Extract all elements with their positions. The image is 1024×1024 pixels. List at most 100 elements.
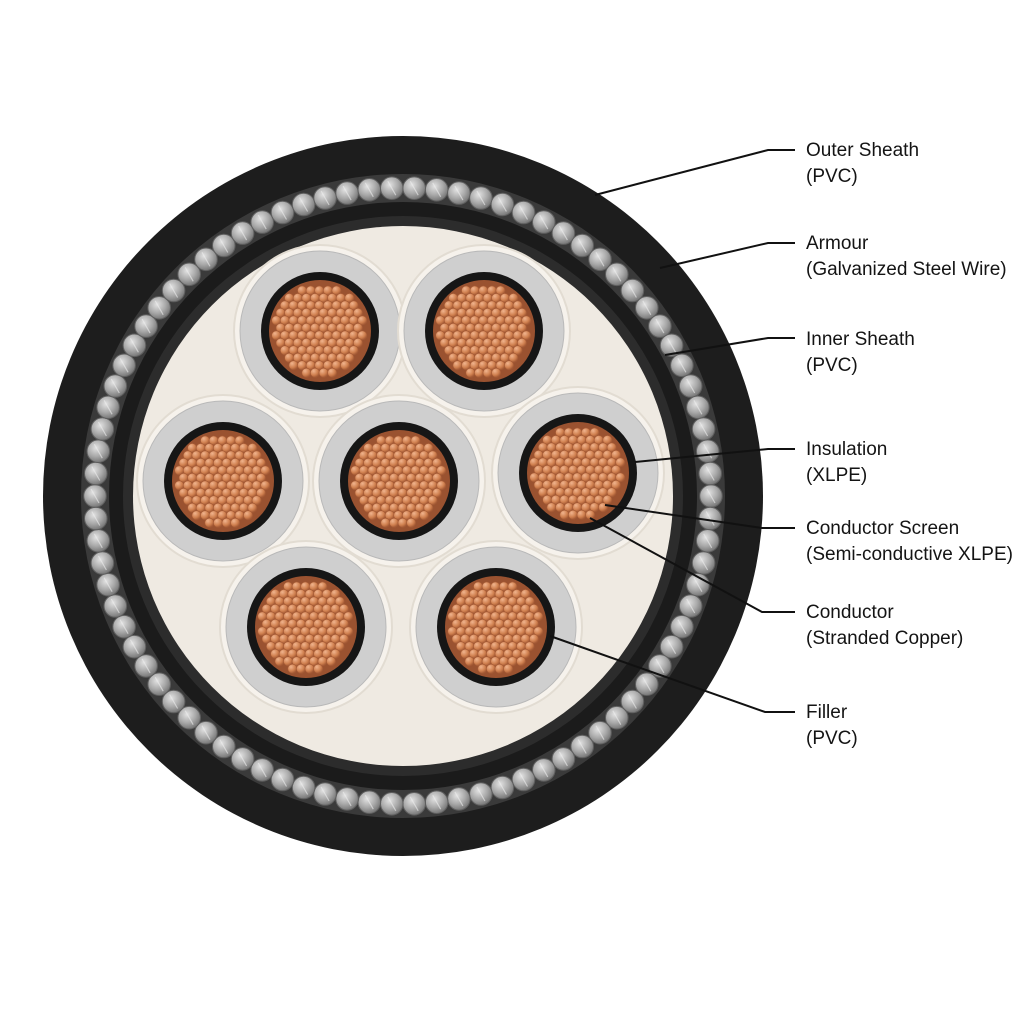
copper-strand: [296, 663, 306, 674]
armour-wire-highlight: [119, 358, 129, 373]
armour-wire-highlight: [219, 739, 229, 754]
conductor-core: [312, 394, 486, 568]
label-armour-material: (Galvanized Steel Wire): [806, 259, 1007, 280]
conductor-core: [397, 244, 571, 418]
copper-strand: [521, 330, 532, 341]
copper-strand: [288, 360, 299, 371]
copper-strand: [234, 435, 245, 446]
copper-strand: [344, 293, 355, 303]
armour-wire-highlight: [154, 300, 164, 316]
copper-strand: [343, 626, 354, 637]
copper-strand: [606, 487, 617, 498]
copper-strand: [423, 443, 434, 453]
copper-strand: [389, 517, 399, 528]
armour-wire-highlight: [497, 197, 507, 212]
leader-line: [634, 448, 795, 463]
armour-wire-highlight: [677, 358, 687, 373]
armour-wire-highlight: [119, 619, 129, 634]
armour-wire-highlight: [693, 577, 703, 592]
copper-strand: [602, 435, 613, 445]
armour-wire-highlight: [627, 694, 637, 709]
armour-wire-highlight: [432, 794, 442, 810]
armour-wire-highlight: [558, 751, 568, 767]
copper-strand: [517, 307, 527, 318]
copper-strand: [204, 517, 215, 528]
conductor-core: [136, 394, 310, 568]
copper-strand: [256, 487, 266, 498]
copper-strand: [465, 367, 476, 378]
armour-wires: [83, 176, 723, 816]
armour-wire-highlight: [387, 180, 397, 196]
leader-line: [604, 504, 795, 529]
armour-wire-highlight: [686, 598, 696, 614]
label-insulation-material: (XLPE): [806, 465, 868, 486]
armour-wire-highlight: [409, 796, 419, 812]
armour-wire-highlight: [184, 710, 194, 725]
copper-strand: [517, 337, 527, 348]
copper-strand: [353, 307, 363, 318]
copper-strand: [529, 634, 539, 644]
copper-strand: [533, 611, 544, 622]
armour-wire-highlight: [454, 791, 464, 807]
copper-strand: [256, 457, 266, 468]
copper-strand: [340, 360, 350, 371]
armour-wire-highlight: [667, 338, 677, 353]
copper-strand: [419, 510, 429, 521]
copper-strand: [576, 509, 587, 520]
copper-strand: [585, 509, 596, 520]
copper-strand: [380, 517, 391, 528]
armour-wire-highlight: [154, 676, 164, 692]
armour-wire-highlight: [277, 205, 288, 220]
armour-wire-highlight: [705, 511, 715, 526]
armour-wire-highlight: [93, 443, 103, 459]
label-insulation: Insulation (XLPE): [806, 437, 887, 489]
copper-strand: [486, 663, 496, 674]
copper-strand: [191, 510, 202, 521]
copper-strand: [598, 502, 608, 513]
cable-cross-section-icon: [43, 136, 763, 856]
label-conductor-material: (Stranded Copper): [806, 628, 964, 649]
copper-strand: [507, 581, 518, 592]
armour-wire-highlight: [129, 639, 139, 654]
armour-wire-highlight: [219, 238, 229, 253]
copper-strand: [611, 449, 621, 460]
label-filler-title: Filler: [806, 702, 848, 723]
armour-wire-highlight: [320, 190, 330, 206]
armour-wire-highlight: [299, 780, 309, 795]
label-insulation-title: Insulation: [806, 439, 888, 460]
armour-wire-highlight: [612, 710, 622, 725]
copper-strand: [353, 337, 363, 348]
copper-strand: [339, 619, 349, 629]
copper-strand: [524, 641, 535, 652]
armour-wire-highlight: [97, 421, 107, 437]
copper-strand: [427, 450, 438, 461]
armour-wire-highlight: [705, 466, 715, 481]
armour-wire-highlight: [238, 751, 248, 767]
label-conductor-screen-title: Conductor Screen: [806, 518, 960, 539]
armour-wire-highlight: [103, 400, 113, 415]
armour-wire-highlight: [703, 443, 713, 459]
label-filler-material: (PVC): [806, 728, 858, 749]
copper-strand: [503, 663, 514, 674]
armour-wire-highlight: [184, 267, 194, 282]
copper-strand: [406, 517, 417, 528]
copper-strand: [230, 517, 241, 528]
copper-strand: [339, 604, 349, 614]
armour-wire-highlight: [169, 694, 179, 709]
copper-strand: [464, 656, 475, 667]
armour-wire-highlight: [667, 639, 677, 654]
armour-wire-highlight: [686, 378, 696, 394]
copper-strand: [432, 472, 442, 483]
armour-wire-highlight: [497, 780, 507, 795]
leader-line: [594, 149, 795, 196]
copper-strand: [247, 502, 258, 513]
armour-wire-highlight: [364, 182, 374, 198]
armour-wire-highlight: [677, 619, 687, 634]
armour-wire-highlight: [577, 238, 587, 253]
copper-strand: [606, 442, 617, 453]
armour-wire-highlight: [97, 555, 107, 571]
armour-wire-highlight: [432, 182, 442, 198]
copper-strand: [494, 663, 505, 674]
armour-wire-highlight: [169, 283, 179, 298]
copper-strand: [330, 648, 341, 659]
